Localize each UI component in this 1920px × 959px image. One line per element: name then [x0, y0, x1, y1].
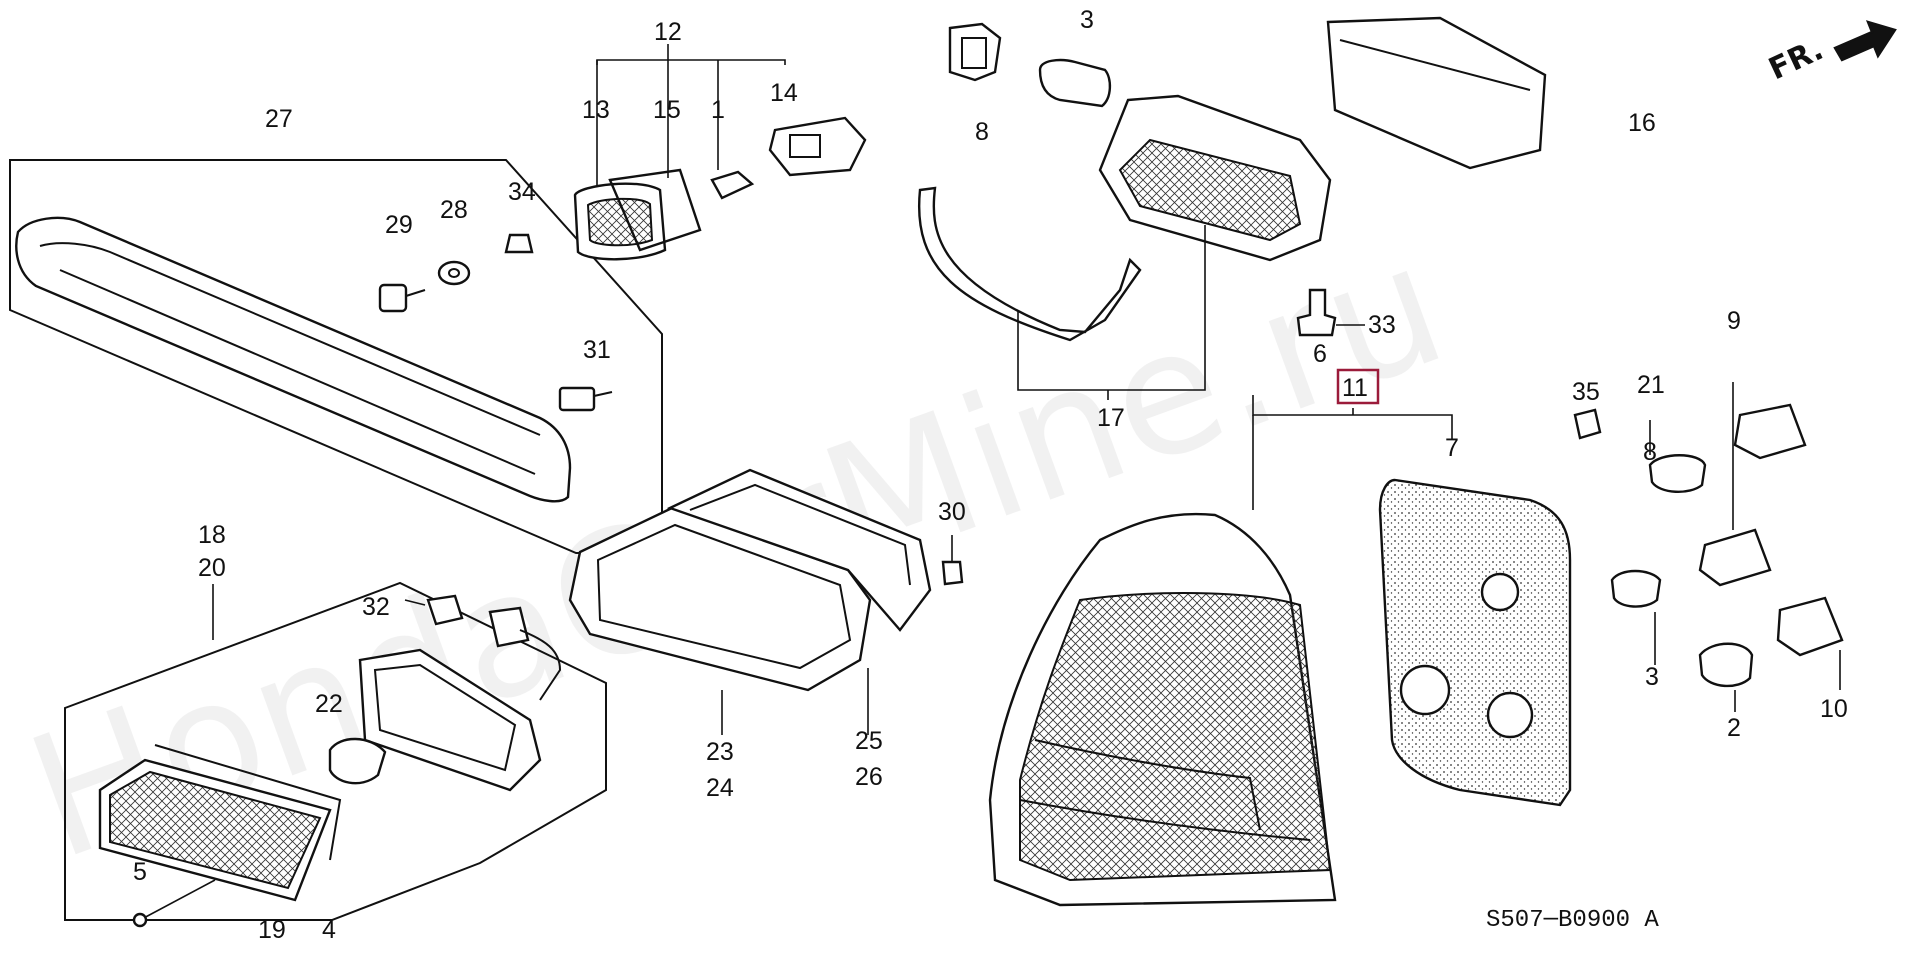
socket-14-icon [768, 116, 867, 177]
callout-30[interactable]: 30 [938, 498, 966, 526]
socket-10-icon [1776, 596, 1844, 657]
callout-29[interactable]: 29 [385, 211, 413, 239]
callout-11[interactable]: 11 [1342, 374, 1368, 402]
callout-6[interactable]: 6 [1313, 340, 1327, 368]
callout-23[interactable]: 23 [706, 738, 734, 766]
housing-16-icon [1326, 16, 1547, 170]
socket-8-icon [948, 22, 1002, 82]
bulb-22-icon [328, 737, 387, 785]
callout-31[interactable]: 31 [583, 336, 611, 364]
callout-17[interactable]: 17 [1097, 404, 1125, 432]
callout-34[interactable]: 34 [508, 178, 536, 206]
callout-25[interactable]: 25 [855, 727, 883, 755]
socket-32-icon [426, 594, 464, 626]
callout-35[interactable]: 35 [1572, 378, 1600, 406]
bulb-2-icon [1698, 642, 1754, 688]
screw-5-icon [139, 879, 216, 921]
callout-18[interactable]: 18 [198, 521, 226, 549]
gasket-7-icon [1378, 478, 1572, 807]
taillight-assembly [988, 382, 1844, 907]
socket-8-right-icon [1698, 528, 1772, 587]
callout-13[interactable]: 13 [582, 96, 610, 124]
gasket-17-icon [917, 186, 1142, 342]
diagram-code: S507─B0900 A [1486, 907, 1659, 934]
callout-16[interactable]: 16 [1628, 109, 1656, 137]
license-light-assembly [917, 16, 1547, 400]
nut-34-icon [504, 233, 534, 254]
callout-24[interactable]: 24 [706, 774, 734, 802]
gasket-25-icon [666, 468, 932, 632]
callout-2[interactable]: 2 [1727, 714, 1741, 742]
selected-part-highlight[interactable] [1336, 368, 1380, 405]
bulb-3-right-icon [1610, 569, 1662, 608]
callout-32[interactable]: 32 [362, 593, 390, 621]
screw-33-icon [1296, 288, 1337, 337]
callout-19[interactable]: 19 [258, 916, 286, 944]
side-marker-light-assembly [64, 581, 607, 928]
bulb-3-icon [1038, 58, 1112, 108]
callout-labels: 27 12 13 15 1 14 34 29 28 31 3 8 16 33 6… [133, 6, 1848, 944]
callout-7[interactable]: 7 [1445, 434, 1459, 462]
bolt-29-icon [378, 283, 408, 313]
bulb-socket-group-12 [573, 44, 867, 261]
washer-28-icon [437, 260, 471, 286]
callout-4[interactable]: 4 [322, 916, 336, 944]
nut-35-icon [1573, 408, 1602, 440]
bulb-21-icon [1648, 454, 1707, 493]
callout-14[interactable]: 14 [770, 79, 798, 107]
callout-10[interactable]: 10 [1820, 695, 1848, 723]
high-mount-stop-light-assembly [9, 159, 663, 554]
callout-21[interactable]: 21 [1637, 371, 1665, 399]
callout-20[interactable]: 20 [198, 554, 226, 582]
clip-1-icon [710, 170, 755, 200]
front-direction-marker: FR. [1764, 20, 1897, 87]
fastener-small-parts [378, 233, 613, 412]
callout-5[interactable]: 5 [133, 858, 147, 886]
connector-icon [488, 606, 530, 648]
callout-1[interactable]: 1 [711, 96, 725, 124]
clip-31-icon [558, 386, 596, 412]
callout-26[interactable]: 26 [855, 763, 883, 791]
callout-27[interactable]: 27 [265, 105, 293, 133]
callout-3-top[interactable]: 3 [1080, 6, 1094, 34]
socket-9-icon [1733, 403, 1807, 460]
callout-15[interactable]: 15 [653, 96, 681, 124]
callout-8-top[interactable]: 8 [975, 118, 989, 146]
callout-3-right[interactable]: 3 [1645, 663, 1659, 691]
callout-33[interactable]: 33 [1368, 311, 1396, 339]
arrow-right-icon [1833, 20, 1897, 62]
svg-text:FR.: FR. [1764, 32, 1829, 87]
callout-12[interactable]: 12 [654, 18, 682, 46]
callout-8-right[interactable]: 8 [1643, 438, 1657, 466]
side-marker-housing [568, 468, 964, 735]
callout-28[interactable]: 28 [440, 196, 468, 224]
callout-22[interactable]: 22 [315, 690, 343, 718]
callout-9[interactable]: 9 [1727, 307, 1741, 335]
clip-30-icon [941, 560, 964, 586]
